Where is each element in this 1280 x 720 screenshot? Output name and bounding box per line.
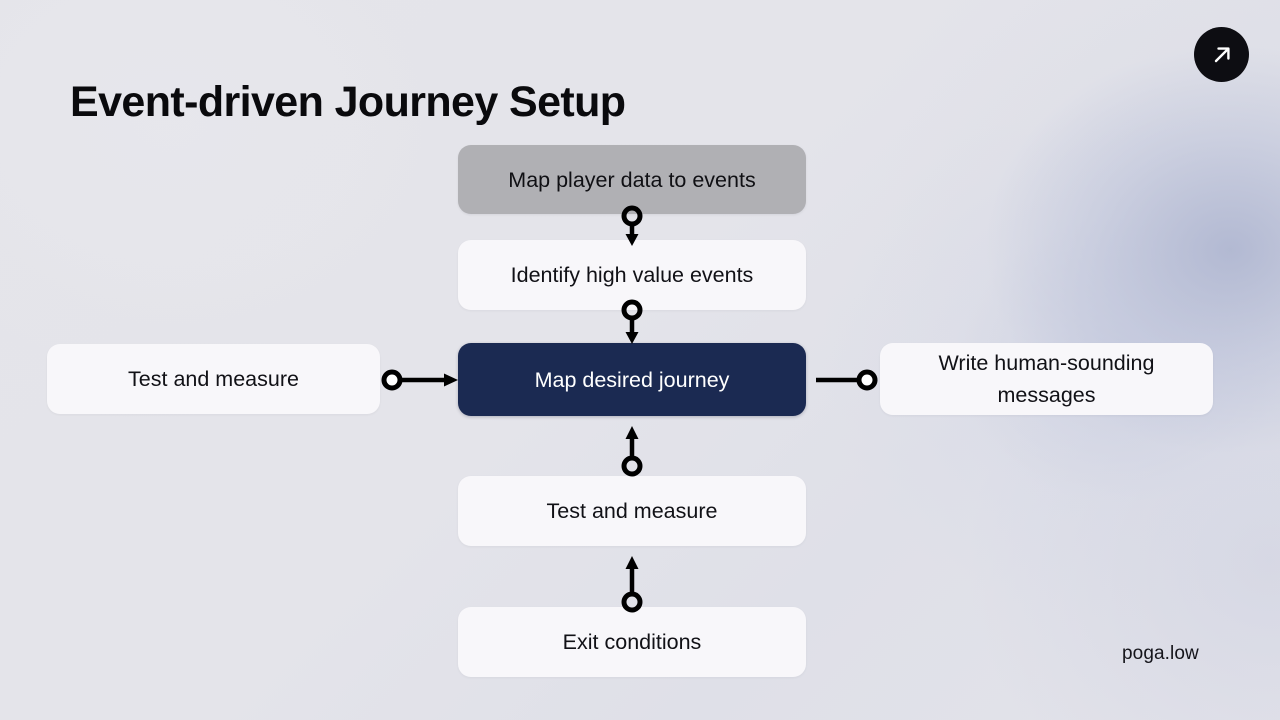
node-map-player-data[interactable]: Map player data to events [458,145,806,214]
arrow-up-right-icon [1208,41,1236,69]
connector-exit-to-test-bottom [604,545,660,613]
connector-test-bottom-to-center [604,413,660,477]
node-exit-conditions[interactable]: Exit conditions [458,607,806,677]
arrow-up-right-badge[interactable] [1194,27,1249,82]
connector-test-left-to-center [378,362,462,398]
watermark: poga.low [1122,643,1199,664]
page-title: Event-driven Journey Setup [70,78,626,126]
node-test-and-measure-left[interactable]: Test and measure [47,344,380,414]
node-test-and-measure-bottom[interactable]: Test and measure [458,476,806,546]
connector-center-to-write-messages [806,362,890,398]
node-write-human-sounding-messages[interactable]: Write human-sounding messages [880,343,1213,415]
node-identify-high-value-events[interactable]: Identify high value events [458,240,806,310]
node-map-desired-journey[interactable]: Map desired journey [458,343,806,416]
connector-identify-to-center [604,299,660,347]
connector-map-player-to-identify [604,205,660,249]
